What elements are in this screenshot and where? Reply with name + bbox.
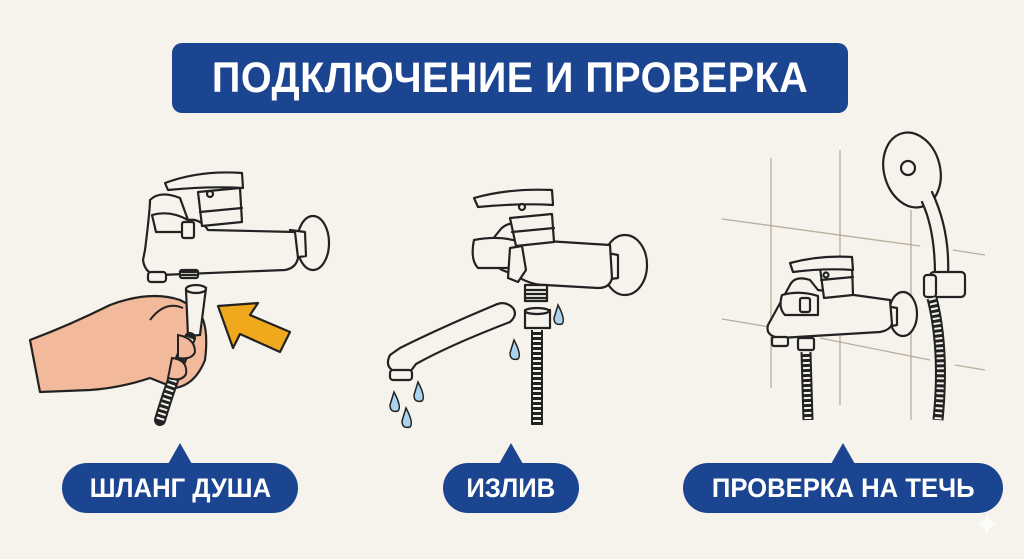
pointer-tip — [168, 443, 192, 464]
sparkle-icon — [975, 512, 999, 536]
page-title: ПОДКЛЮЧЕНИЕ И ПРОВЕРКА — [211, 53, 809, 102]
panel-shower-hose — [0, 160, 340, 430]
panel-leak-check — [710, 120, 1024, 440]
hand-shape — [28, 294, 208, 394]
pointer-tip — [499, 443, 523, 464]
title-banner: ПОДКЛЮЧЕНИЕ И ПРОВЕРКА — [172, 43, 848, 113]
spout-illustration — [386, 188, 649, 429]
panel-spout — [370, 160, 650, 440]
water-drops-icon — [389, 303, 565, 429]
arrow-icon — [216, 301, 292, 354]
pointer-tip — [831, 443, 855, 464]
label-shower-hose: ШЛАНГ ДУША — [62, 443, 298, 513]
label-spout: ИЗЛИВ — [443, 443, 579, 513]
shower-hose-illustration — [28, 171, 331, 426]
leak-check-illustration — [721, 131, 986, 421]
label-leak-check: ПРОВЕРКА НА ТЕЧЬ — [683, 443, 1003, 513]
